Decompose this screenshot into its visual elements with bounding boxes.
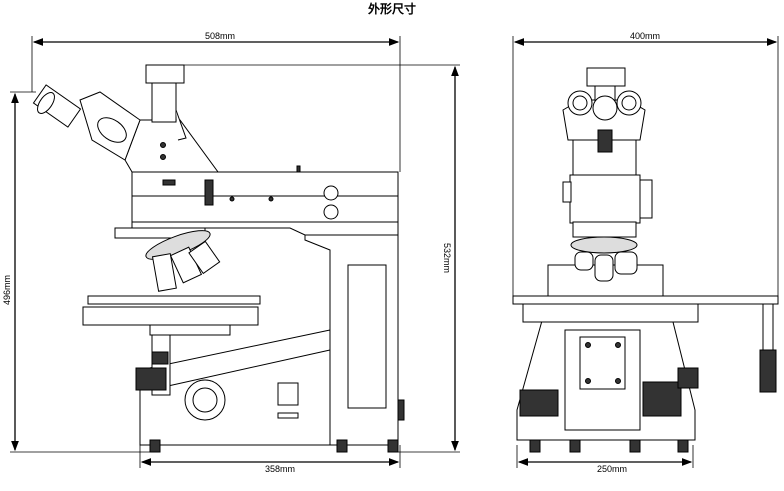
front-view-dimensions: 400mm 250mm xyxy=(512,31,779,474)
side-base-width-label: 358mm xyxy=(265,464,295,474)
side-view-dimensions: 508mm 496mm 532mm 358mm xyxy=(2,31,460,474)
drawing-title: 外形尺寸 xyxy=(368,1,416,16)
side-height-label: 496mm xyxy=(2,275,12,305)
side-view-microscope xyxy=(32,64,405,453)
front-base-width-label: 250mm xyxy=(597,464,627,474)
side-width-label: 508mm xyxy=(205,31,235,41)
front-view-microscope xyxy=(512,67,779,453)
front-width-label: 400mm xyxy=(630,31,660,41)
side-total-height-label: 532mm xyxy=(442,243,452,273)
